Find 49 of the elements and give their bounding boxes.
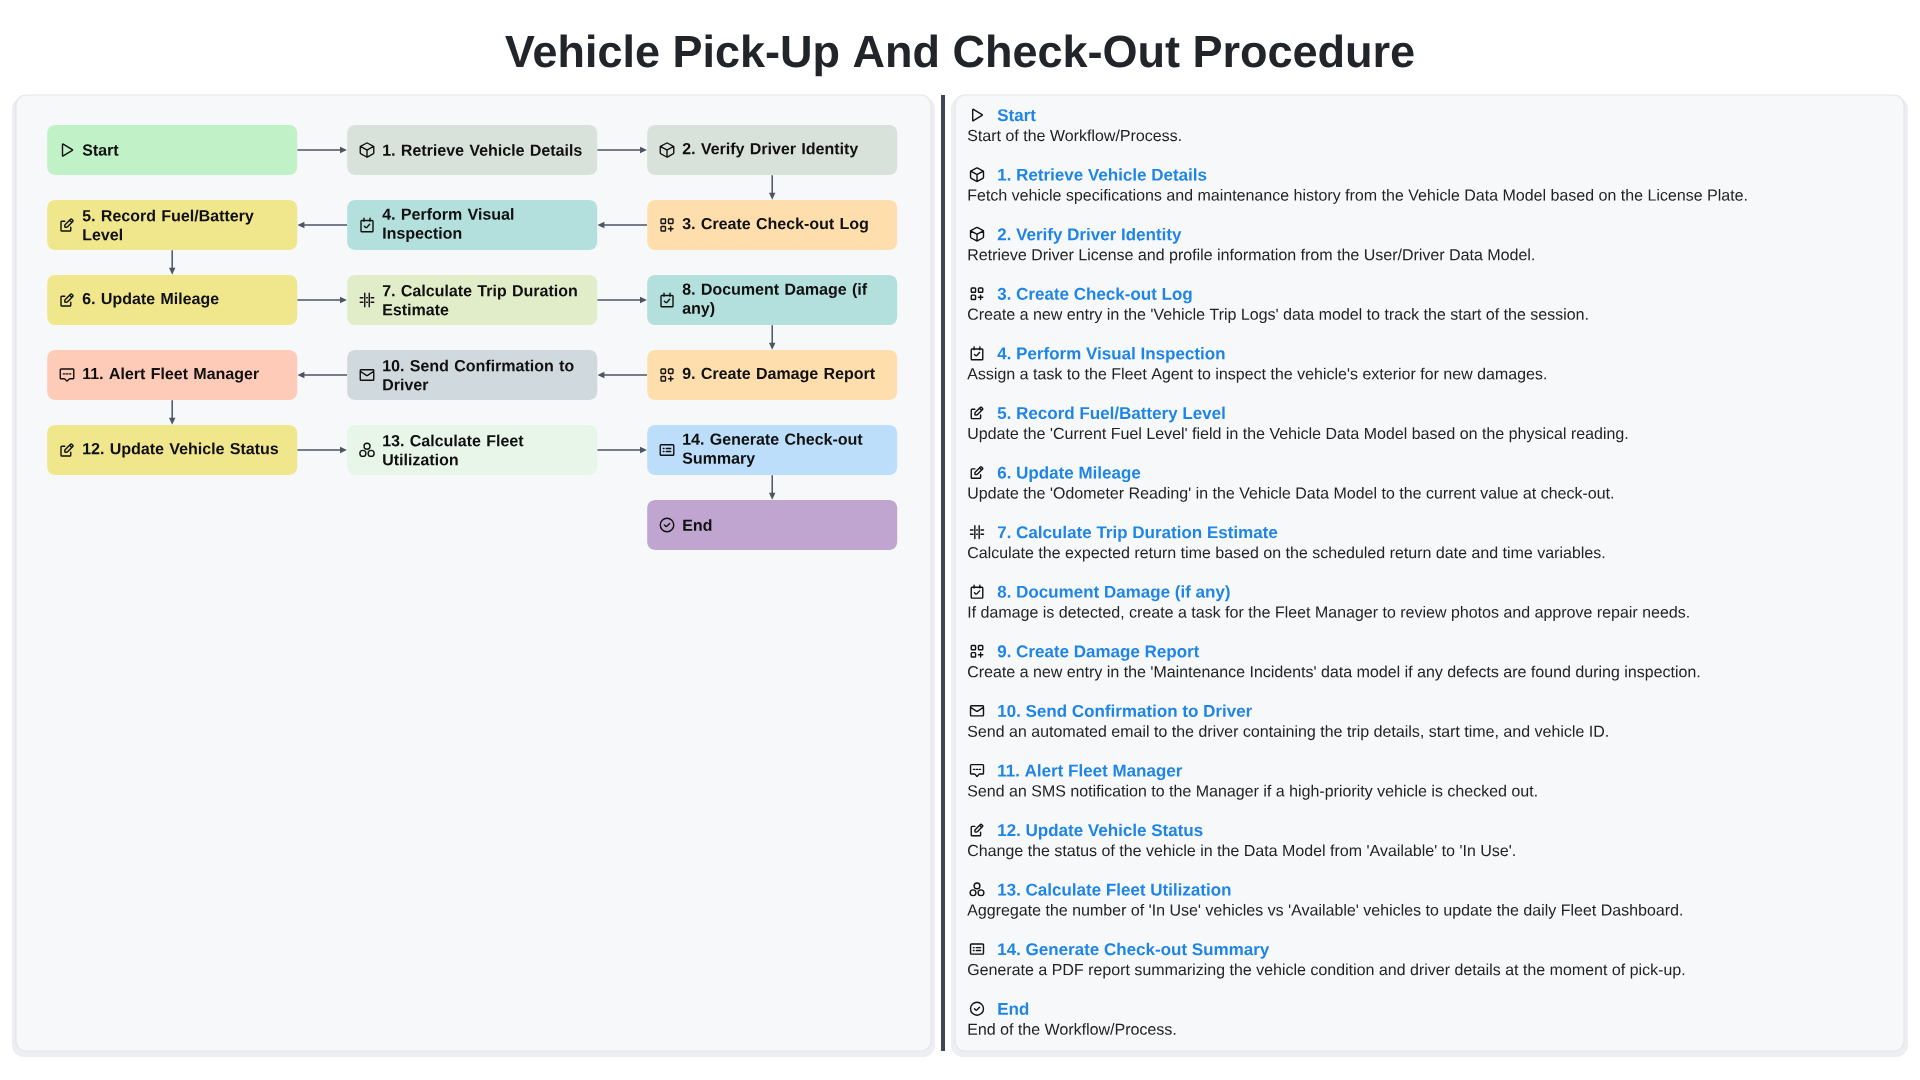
step-heading: Start (997, 109, 1036, 122)
step-description: Generate a PDF report summarizing the vehicle condition and driver details at the moment of pick-up. (968, 963, 1685, 979)
step-heading: 12. Update Vehicle Status (998, 823, 1203, 840)
step-heading: 8. Document Damage (if any) (997, 585, 1230, 602)
step-description: If damage is detected, create a task for the Fleet Manager to review photos and approve repair needs. (968, 606, 1689, 621)
step-heading: 9. Create Damage Report (997, 645, 1200, 661)
process-box: 3. Create Check-out Log (647, 200, 898, 250)
process-box: 6. Update Mileage (47, 275, 298, 325)
step-heading: 10. Send Confirmation to Driver (998, 704, 1252, 717)
step-heading: 11. Alert Fleet Manager (998, 764, 1183, 780)
step-heading: 2. Verify Driver Identity (997, 227, 1182, 244)
process-box: 2. Verify Driver Identity (647, 125, 898, 175)
process-box: 13. Calculate Fleet Utilization (347, 425, 598, 475)
step-description: Update the 'Odometer Reading' in the Vehicle Data Model to the current value at check-out. (968, 486, 1613, 502)
step-heading: 3. Create Check-out Log (997, 287, 1192, 304)
step-description: Create a new entry in the 'Maintenance Incidents' data model if any defects are found during inspection. (968, 665, 1700, 681)
step-heading: 1. Retrieve Vehicle Details (998, 168, 1207, 181)
step-description: Update the 'Current Fuel Level' field in the Vehicle Data Model based on the physical reading. (968, 427, 1628, 443)
step-description: Change the status of the vehicle in the Data Model from 'Available' to 'In Use'. (968, 844, 1515, 860)
process-box: 10. Send Confirmation to Driver (347, 350, 598, 400)
step-description: Retrieve Driver License and profile information from the User/Driver Data Model. (968, 248, 1534, 264)
process-box: 11. Alert Fleet Manager (47, 350, 298, 400)
step-description: Send an SMS notification to the Manager if a high-priority vehicle is checked out. (967, 784, 1537, 800)
step-description: Fetch vehicle specifications and maintenance history from the Vehicle Data Model based on the License Plate. (968, 189, 1747, 204)
step-heading: 14. Generate Check-out Summary (998, 942, 1270, 959)
process-box: 5. Record Fuel/Battery Level (47, 200, 298, 250)
step-heading: 6. Update Mileage (997, 466, 1141, 483)
step-description: End of the Workflow/Process. (968, 1023, 1176, 1035)
process-box: 8. Document Damage (if any) (647, 275, 898, 325)
process-box: 14. Generate Check-out Summary (647, 425, 898, 475)
step-heading: 13. Calculate Fleet Utilization (998, 883, 1231, 896)
step-description: Calculate the expected return time based on the scheduled return date and time variables. (968, 546, 1605, 562)
process-box: End (647, 500, 898, 550)
step-description: Create a new entry in the 'Vehicle Trip Logs' data model to track the start of the session. (968, 308, 1588, 324)
step-heading: End (998, 1002, 1029, 1015)
step-description: Assign a task to the Fleet Agent to inspect the vehicle's exterior for new damages. (967, 367, 1546, 383)
step-description: Aggregate the number of 'In Use' vehicles vs 'Available' vehicles to update the daily Fleet Dashboard. (967, 903, 1682, 919)
process-box: 1. Retrieve Vehicle Details (347, 125, 598, 175)
step-heading: 4. Perform Visual Inspection (997, 347, 1225, 363)
step-description: Start of the Workflow/Process. (967, 129, 1181, 142)
step-heading: 7. Calculate Trip Duration Estimate (997, 525, 1278, 542)
process-box: Start (47, 125, 298, 175)
step-heading: 5. Record Fuel/Battery Level (997, 406, 1225, 423)
process-box: 7. Calculate Trip Duration Estimate (347, 275, 598, 325)
process-box: 9. Create Damage Report (647, 350, 898, 400)
process-box: 12. Update Vehicle Status (47, 425, 298, 475)
process-box: 4. Perform Visual Inspection (347, 200, 598, 250)
title: Vehicle Pick-Up And Check-Out Procedure (505, 34, 1414, 77)
step-description: Send an automated email to the driver containing the trip details, start time, and vehicle ID. (967, 725, 1608, 741)
